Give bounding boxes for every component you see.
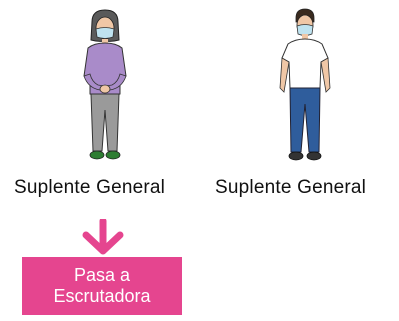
- arrow-down-icon: [82, 219, 124, 255]
- man-figure-icon: [279, 8, 331, 161]
- badge-line-1: Pasa a: [73, 265, 131, 285]
- caption-left: Suplente General: [14, 177, 166, 198]
- badge-line-2: Escrutadora: [53, 286, 151, 306]
- caption-right: Suplente General: [215, 177, 367, 198]
- woman-figure-icon: [83, 9, 127, 160]
- pasa-a-escrutadora-badge: Pasa a Escrutadora: [22, 257, 182, 315]
